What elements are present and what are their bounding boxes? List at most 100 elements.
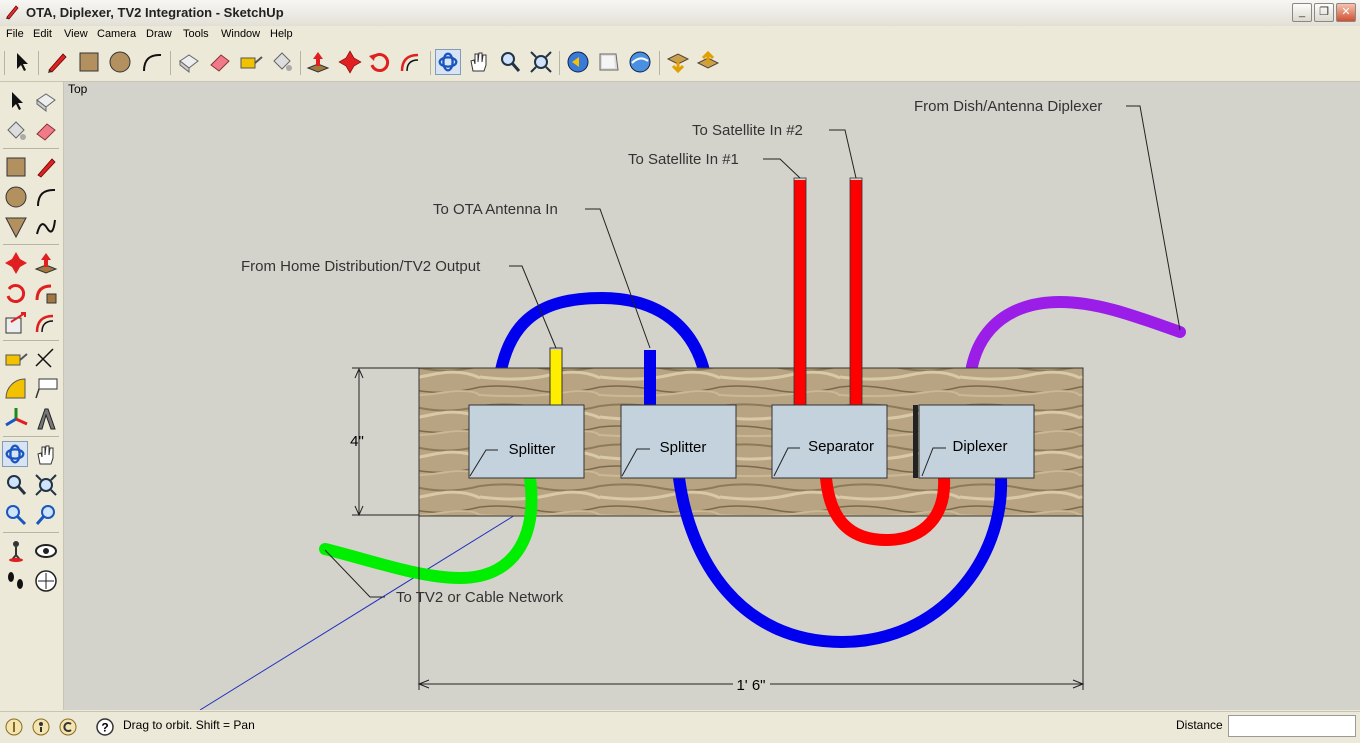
diplexer-leader: [921, 447, 946, 477]
dish-antenna-annotation[interactable]: From Dish/Antenna Diplexer: [914, 98, 1102, 115]
scene-canvas[interactable]: Splitter Splitter Separator Diplexer 4": [64, 82, 1360, 710]
menu-file[interactable]: File: [6, 28, 24, 40]
previous-view-icon[interactable]: [33, 502, 59, 528]
polygon-icon[interactable]: [3, 214, 29, 240]
circle-icon[interactable]: [3, 184, 29, 210]
get-models-icon[interactable]: [665, 49, 691, 75]
drawing-viewport[interactable]: Top: [64, 82, 1360, 710]
rectangle-icon[interactable]: [3, 154, 29, 180]
zoom-window-icon[interactable]: [33, 472, 59, 498]
select-arrow-icon[interactable]: [8, 49, 34, 75]
separator[interactable]: Separator: [771, 404, 888, 479]
width-dimension[interactable]: 1' 6": [417, 516, 1085, 694]
make-component-icon[interactable]: [33, 88, 59, 114]
credits-icon[interactable]: [31, 717, 51, 737]
sat-in-2-annotation[interactable]: To Satellite In #2: [692, 122, 803, 139]
circle-icon[interactable]: [107, 49, 133, 75]
separator-label: Separator: [808, 438, 874, 455]
measurement-input[interactable]: [1228, 715, 1356, 737]
offset-icon[interactable]: [398, 49, 424, 75]
zoom-icon[interactable]: [3, 472, 29, 498]
restore-button[interactable]: ❐: [1314, 3, 1334, 22]
move-icon[interactable]: [3, 250, 29, 276]
place-model-icon[interactable]: [627, 49, 653, 75]
walk-icon[interactable]: [3, 568, 29, 594]
minimize-button[interactable]: _: [1292, 3, 1312, 22]
menu-view[interactable]: View: [64, 28, 88, 40]
position-camera-icon[interactable]: [3, 538, 29, 564]
axis-line: [199, 511, 521, 710]
select-arrow-icon[interactable]: [3, 88, 29, 114]
tape-measure-icon[interactable]: [3, 346, 29, 372]
tape-measure-icon[interactable]: [238, 49, 264, 75]
left-tool-palette: [0, 82, 64, 710]
diplexer[interactable]: Diplexer: [913, 404, 1035, 479]
sat-in-2-leader: [829, 129, 857, 179]
orbit-icon[interactable]: [435, 49, 461, 75]
previous-view-icon[interactable]: [565, 49, 591, 75]
rotate-icon[interactable]: [3, 280, 29, 306]
menu-edit[interactable]: Edit: [33, 28, 52, 40]
3d-text-icon[interactable]: [33, 406, 59, 432]
splitter-2[interactable]: Splitter: [620, 404, 737, 479]
sat-in-1-annotation[interactable]: To Satellite In #1: [628, 151, 739, 168]
pencil-icon[interactable]: [44, 49, 70, 75]
ota-in-leader: [585, 208, 651, 349]
view-name-label: Top: [68, 82, 88, 96]
paint-bucket-icon[interactable]: [3, 118, 29, 144]
menu-camera[interactable]: Camera: [97, 28, 137, 40]
zoom-icon[interactable]: [497, 49, 523, 75]
height-dimension-text: 4": [350, 433, 364, 450]
ota-in-annotation[interactable]: To OTA Antenna In: [433, 201, 558, 218]
orbit-icon[interactable]: [2, 441, 28, 467]
pencil-icon[interactable]: [33, 154, 59, 180]
height-dimension[interactable]: 4": [350, 367, 419, 517]
status-bar: ? Drag to orbit. Shift = Pan Distance: [0, 711, 1360, 743]
dimension-icon[interactable]: [33, 346, 59, 372]
look-around-icon[interactable]: [33, 538, 59, 564]
menu-tools[interactable]: Tools: [183, 28, 209, 40]
menu-draw[interactable]: Draw: [146, 28, 172, 40]
menu-window[interactable]: Window: [221, 28, 261, 40]
push-pull-icon[interactable]: [33, 250, 59, 276]
splitter-1[interactable]: Splitter: [468, 404, 585, 479]
zoom-extents-icon[interactable]: [3, 502, 29, 528]
purple-cable: [963, 295, 1186, 409]
pan-hand-icon[interactable]: [33, 442, 59, 468]
arc-icon[interactable]: [139, 49, 165, 75]
offset-icon[interactable]: [33, 310, 59, 336]
geo-location-icon[interactable]: [4, 717, 24, 737]
next-view-icon[interactable]: [596, 49, 622, 75]
pan-hand-icon[interactable]: [466, 49, 492, 75]
svg-text:?: ?: [101, 721, 108, 735]
tv2-cable-annotation[interactable]: To TV2 or Cable Network: [396, 589, 564, 606]
move-icon[interactable]: [337, 49, 363, 75]
home-dist-leader: [509, 265, 557, 349]
share-model-icon[interactable]: [695, 49, 721, 75]
freehand-icon[interactable]: [33, 214, 59, 240]
section-plane-icon[interactable]: [33, 568, 59, 594]
home-dist-annotation[interactable]: From Home Distribution/TV2 Output: [241, 258, 481, 275]
text-tool-icon[interactable]: [33, 376, 59, 402]
eraser-icon[interactable]: [33, 118, 59, 144]
zoom-extents-icon[interactable]: [528, 49, 554, 75]
title-bar: OTA, Diplexer, TV2 Integration - SketchU…: [0, 0, 1360, 27]
status-hint: Drag to orbit. Shift = Pan: [123, 718, 255, 732]
rotate-icon[interactable]: [367, 49, 393, 75]
user-account-icon[interactable]: [58, 717, 78, 737]
push-pull-icon[interactable]: [305, 49, 331, 75]
arc-icon[interactable]: [33, 184, 59, 210]
protractor-icon[interactable]: [3, 376, 29, 402]
axes-icon[interactable]: [3, 406, 29, 432]
palette-separator: [3, 532, 59, 533]
paint-bucket-icon[interactable]: [269, 49, 295, 75]
make-component-icon[interactable]: [176, 49, 202, 75]
close-button[interactable]: ✕: [1336, 3, 1356, 22]
follow-me-icon[interactable]: [33, 280, 59, 306]
scale-icon[interactable]: [3, 310, 29, 336]
help-question-icon[interactable]: ?: [95, 717, 115, 737]
menu-help[interactable]: Help: [270, 28, 293, 40]
rectangle-icon[interactable]: [76, 49, 102, 75]
palette-separator: [3, 340, 59, 341]
eraser-icon[interactable]: [207, 49, 233, 75]
